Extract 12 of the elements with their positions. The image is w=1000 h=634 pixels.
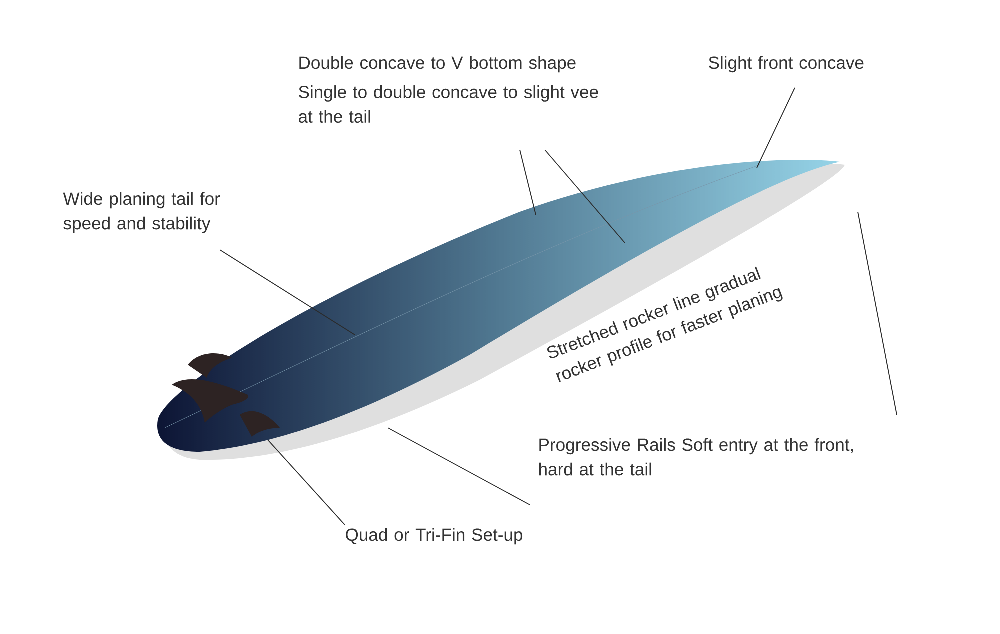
callout-text: Wide planing tail for speed and stability: [63, 192, 220, 234]
callout-text: Slight front concave: [709, 56, 864, 73]
leader-line: [756, 88, 796, 168]
leader-line: [220, 250, 356, 336]
leader-line: [388, 428, 530, 506]
callout-text: Quad or Tri-Fin Set-up: [346, 528, 523, 545]
leader-line: [520, 150, 536, 216]
callout-text: Double concave to V bottom shape Single to double concave to slight vee at the tail: [299, 56, 598, 124]
leader-line: [858, 212, 898, 416]
callout-text: Progressive Rails Soft entry at the front, hard at the tail: [539, 438, 854, 476]
leader-line: [544, 150, 626, 244]
leader-line: [268, 440, 346, 526]
